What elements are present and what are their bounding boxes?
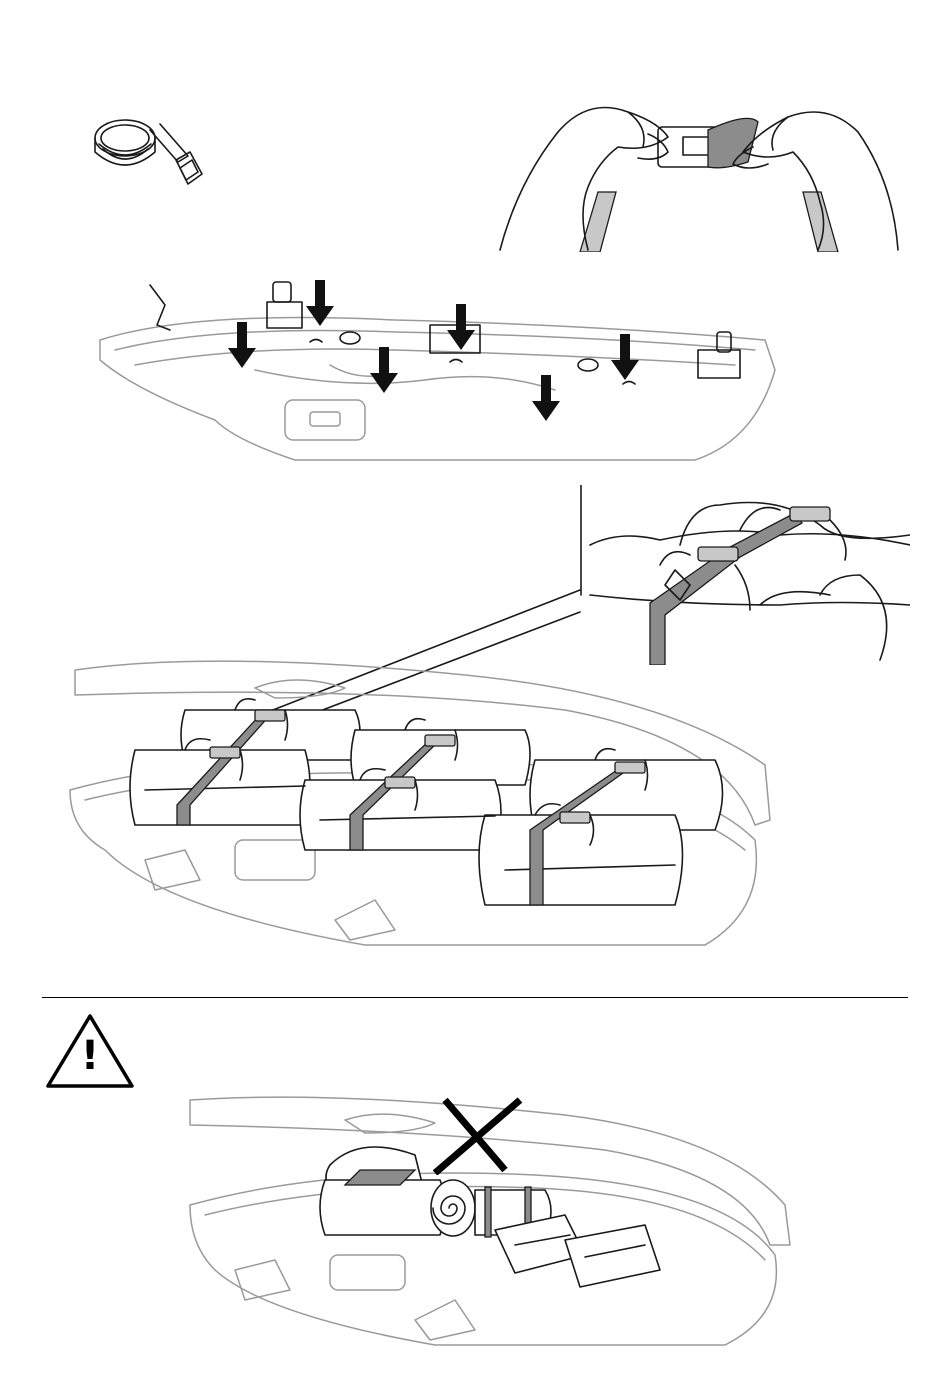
box-mounting-points-illustration — [95, 270, 785, 470]
down-arrow-icon — [306, 280, 334, 326]
incorrect-x-mark — [430, 1095, 525, 1175]
down-arrow-icon — [447, 304, 475, 350]
down-arrow-icon — [611, 334, 639, 380]
warning-icon: ! — [44, 1034, 136, 1078]
section-divider — [42, 997, 908, 998]
warning-sign: ! — [44, 1012, 136, 1090]
strap-closeup-illustration — [580, 485, 910, 665]
strap-roll-illustration — [80, 100, 220, 210]
box-loaded-correct-illustration — [65, 650, 785, 960]
down-arrow-icon — [228, 322, 256, 368]
down-arrow-icon — [532, 375, 560, 421]
down-arrow-icon — [370, 347, 398, 393]
buckle-hands-illustration — [498, 92, 903, 252]
